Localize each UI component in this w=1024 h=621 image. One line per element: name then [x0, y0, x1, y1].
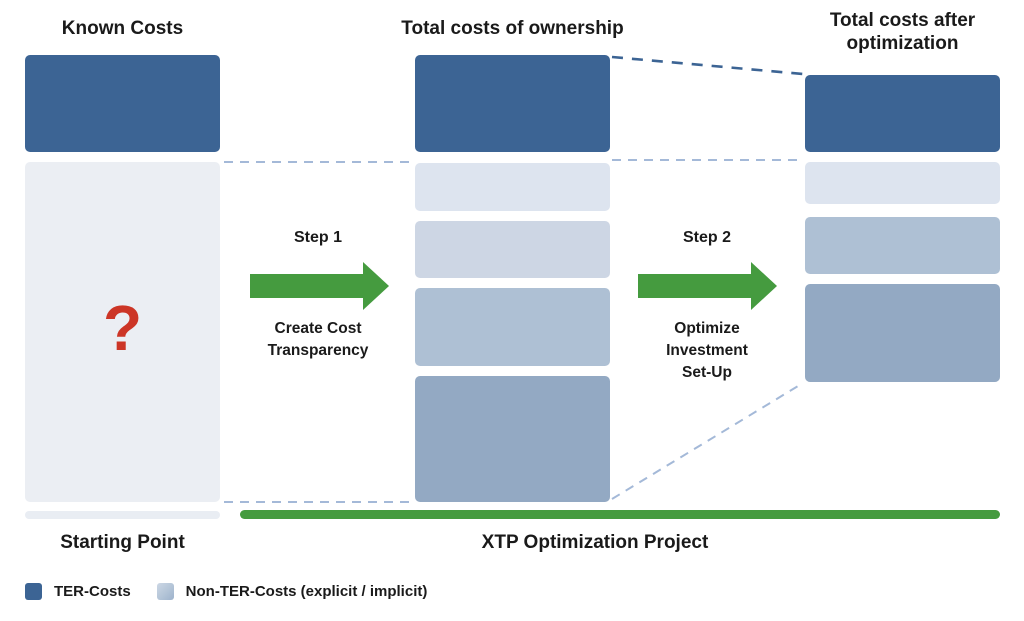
step2-arrow-icon	[638, 274, 751, 298]
question-mark-icon: ?	[102, 292, 143, 364]
step2-label: Step 2	[682, 229, 731, 246]
nonter-costs-legend-label: Non-TER-Costs (explicit / implicit)	[185, 583, 428, 600]
known-ter-costs-box	[25, 55, 220, 152]
ownership-title: Total costs of ownership	[401, 18, 624, 39]
legend: TER-Costs Non-TER-Costs (explicit / impl…	[25, 583, 453, 600]
optimized-nonter-box-2	[805, 217, 1000, 274]
project-timeline-bar	[240, 510, 1000, 519]
step1-description: Create Cost Transparency	[267, 320, 369, 359]
ownership-nonter-box-3	[415, 288, 610, 366]
starting-point-label: Starting Point	[60, 532, 185, 553]
project-timeline-label: XTP Optimization Project	[481, 532, 709, 553]
nonter-costs-swatch-icon	[156, 583, 174, 600]
connector-ownership-to-optimized-diagonal	[611, 382, 804, 500]
step2-arrow-head-icon	[751, 262, 777, 310]
legend-item-nonter: Non-TER-Costs (explicit / implicit)	[156, 583, 428, 600]
legend-item-ter: TER-Costs	[25, 583, 131, 600]
step1-label: Step 1	[293, 229, 342, 246]
unknown-costs-box: ?	[25, 162, 220, 502]
ownership-nonter-box-4	[415, 376, 610, 502]
step2-description: Optimize Investment Set-Up	[666, 320, 748, 381]
step1-arrow-head-icon	[363, 262, 389, 310]
optimized-nonter-box-3	[805, 284, 1000, 382]
ownership-ter-costs-box	[415, 55, 610, 152]
ter-costs-legend-label: TER-Costs	[54, 583, 131, 600]
known-costs-title: Known Costs	[61, 18, 184, 39]
optimized-nonter-box-1	[805, 162, 1000, 204]
optimized-ter-costs-box	[805, 75, 1000, 152]
optimized-title: Total costs after optimization	[829, 10, 976, 54]
starting-point-bar	[25, 511, 220, 519]
ownership-nonter-box-2	[415, 221, 610, 278]
ter-costs-swatch-icon	[25, 583, 42, 600]
connector-ter-diagonal	[611, 55, 804, 76]
step1-arrow-icon	[250, 274, 363, 298]
ownership-nonter-box-1	[415, 163, 610, 211]
